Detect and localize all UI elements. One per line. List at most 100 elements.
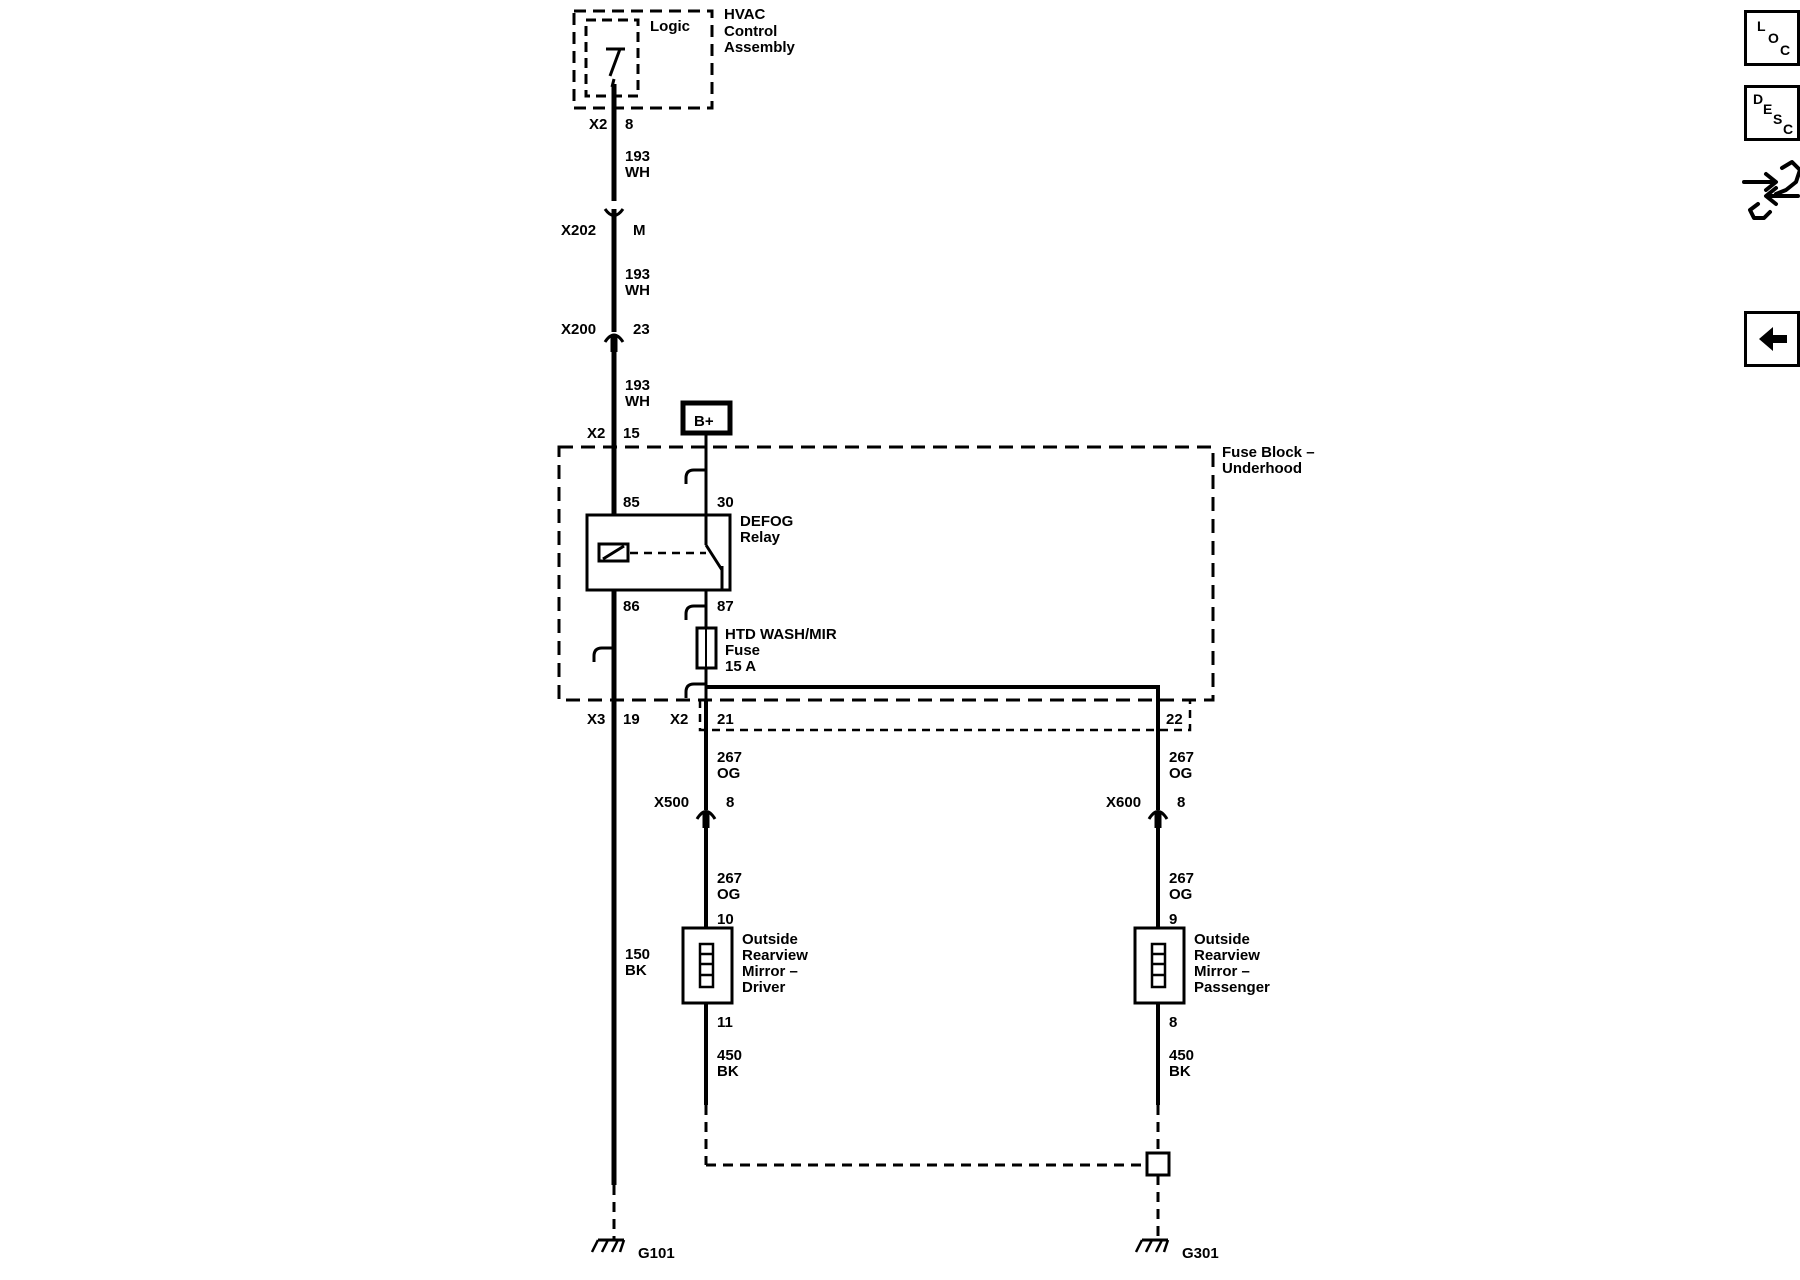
fuse-label-2: Fuse	[725, 642, 760, 659]
connector-x500	[695, 810, 717, 820]
connector-x500-name: X500	[654, 794, 689, 811]
wire-450-a-color: BK	[717, 1063, 739, 1080]
hvac-name-line-3: Assembly	[724, 39, 796, 56]
desc-letter-c: C	[1783, 121, 1794, 137]
fuse-block-boundary	[557, 445, 1215, 702]
loc-letter-o: O	[1768, 30, 1779, 46]
wire-267-a-number: 267	[717, 749, 742, 766]
wire-150-number: 150	[625, 946, 650, 963]
connector-swap-button[interactable]	[1738, 152, 1800, 226]
hvac-name-line-2: Control	[724, 23, 777, 40]
ground-g301-label: G301	[1182, 1245, 1219, 1262]
connector-x2-top-name: X2	[589, 116, 607, 133]
wire-193-3-number: 193	[625, 377, 650, 394]
connector-x500-pin: 8	[726, 794, 734, 811]
hvac-name-line-1: HVAC	[724, 6, 766, 23]
mirror-driver-label-2: Rearview	[742, 947, 808, 964]
connector-x2-top-pin: 8	[625, 116, 633, 133]
splice-hook-87	[684, 604, 706, 620]
splice-hook-b-plus	[684, 468, 706, 484]
defog-relay-box	[585, 513, 732, 592]
connector-x200	[603, 333, 625, 343]
connector-x600	[1147, 810, 1169, 820]
connector-x600-name: X600	[1106, 794, 1141, 811]
connector-x200-pin: 23	[633, 321, 650, 338]
fuse-label-1: HTD WASH/MIR	[725, 626, 837, 643]
wire-193-1-color: WH	[625, 164, 650, 181]
desc-letter-s: S	[1773, 111, 1783, 127]
relay-pin-87: 87	[717, 598, 734, 615]
relay-coil	[597, 542, 630, 563]
mirror-driver-pin-in: 10	[717, 911, 734, 928]
fuse-block-label-2: Underhood	[1222, 460, 1302, 477]
back-arrow-icon	[1759, 327, 1787, 351]
connector-x200-name: X200	[561, 321, 596, 338]
connector-swap-icon	[1742, 160, 1800, 220]
wire-267-c-color: OG	[717, 886, 740, 903]
mirror-passenger-heater	[1150, 942, 1167, 989]
defog-relay-label-2: Relay	[740, 529, 781, 546]
mirror-driver-pin-out: 11	[717, 1014, 733, 1031]
mirror-passenger-pin-out: 8	[1169, 1014, 1177, 1031]
ground-g101-label: G101	[638, 1245, 675, 1262]
splice-pack	[1145, 1151, 1171, 1177]
desc-letter-e: E	[1763, 101, 1773, 117]
relay-pin-86: 86	[623, 598, 640, 615]
connector-x3-pin: 19	[623, 711, 640, 728]
mirror-driver-box	[681, 926, 734, 1005]
hvac-control-assembly-box	[572, 9, 714, 110]
mirror-passenger-label-1: Outside	[1194, 931, 1250, 948]
mirror-passenger-label-4: Passenger	[1194, 979, 1270, 996]
mirror-passenger-box	[1133, 926, 1186, 1005]
wire-267-d-number: 267	[1169, 870, 1194, 887]
connector-x2-bottom-pin-22: 22	[1166, 711, 1183, 728]
wire-193-2-color: WH	[625, 282, 650, 299]
connector-x2-fuse-pin: 15	[623, 425, 640, 442]
desc-letter-d: D	[1753, 91, 1764, 107]
connector-x2-bottom-name: X2	[670, 711, 688, 728]
wire-267-c-number: 267	[717, 870, 742, 887]
splice-hook-fuse	[684, 682, 706, 698]
wire-450-b-color: BK	[1169, 1063, 1191, 1080]
connector-x2-fuse-name: X2	[587, 425, 605, 442]
wire-193-3-color: WH	[625, 393, 650, 410]
wire-267-a-color: OG	[717, 765, 740, 782]
wire-267-b-number: 267	[1169, 749, 1194, 766]
defog-relay-label-1: DEFOG	[740, 513, 793, 530]
hvac-logic-label: Logic	[650, 18, 690, 35]
wire-150-color: BK	[625, 962, 647, 979]
wire-450-a-number: 450	[717, 1047, 742, 1064]
connector-x3-name: X3	[587, 711, 605, 728]
connector-x600-pin: 8	[1177, 794, 1185, 811]
back-button[interactable]	[1744, 311, 1800, 367]
wire-193-2-number: 193	[625, 266, 650, 283]
wire-450-b-number: 450	[1169, 1047, 1194, 1064]
wire-267-b-color: OG	[1169, 765, 1192, 782]
relay-switch	[704, 544, 724, 590]
mirror-driver-heater	[698, 942, 715, 989]
connector-x202-pin: M	[633, 222, 646, 239]
fuse-block-label-1: Fuse Block –	[1222, 444, 1315, 461]
splice-hook-86	[592, 646, 614, 662]
loc-letter-l: L	[1757, 18, 1766, 34]
loc-letter-c: C	[1780, 42, 1791, 58]
relay-pin-30: 30	[717, 494, 734, 511]
wire-267-d-color: OG	[1169, 886, 1192, 903]
b-plus-label: B+	[694, 413, 714, 430]
mirror-passenger-label-3: Mirror –	[1194, 963, 1250, 980]
fuse-label-3: 15 A	[725, 658, 756, 675]
description-button[interactable]: D E S C	[1744, 85, 1800, 141]
mirror-passenger-label-2: Rearview	[1194, 947, 1260, 964]
mirror-driver-label-1: Outside	[742, 931, 798, 948]
location-button[interactable]: L O C	[1744, 10, 1800, 66]
wire-193-1-number: 193	[625, 148, 650, 165]
connector-x2-bottom-pin: 21	[717, 711, 734, 728]
mirror-driver-label-4: Driver	[742, 979, 786, 996]
mirror-passenger-pin-in: 9	[1169, 911, 1177, 928]
relay-pin-85: 85	[623, 494, 640, 511]
mirror-driver-label-3: Mirror –	[742, 963, 798, 980]
fuse-block-x2-extension	[698, 700, 1192, 732]
connector-x202-name: X202	[561, 222, 596, 239]
hvac-logic-switch	[606, 47, 625, 88]
